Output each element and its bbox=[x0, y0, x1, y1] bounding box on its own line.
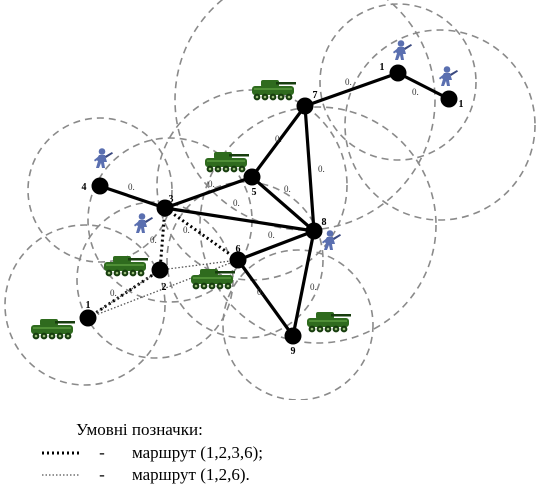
edge-labels: 0. 0. 0. 0. 0. 0. 0. 0. 0. 0. 0. 0. 0. 0. bbox=[110, 77, 419, 298]
edge-5-7 bbox=[250, 104, 307, 179]
edge-8-9 bbox=[291, 229, 316, 338]
edge-label: 0. bbox=[345, 77, 352, 87]
edge-4-3 bbox=[98, 184, 167, 210]
legend-row-route-1-2-6: - маршрут (1,2,6). bbox=[40, 464, 540, 486]
legend-dash: - bbox=[99, 465, 105, 484]
node-2-label: 2 bbox=[162, 282, 167, 293]
legend-text-route-1-2-3-6: маршрут (1,2,3,6); bbox=[132, 443, 264, 462]
edge-label: 0. bbox=[412, 87, 419, 97]
node-1c bbox=[440, 90, 458, 108]
edge-label: 0. bbox=[310, 282, 317, 292]
tank-icon-near-2 bbox=[104, 256, 148, 277]
edge-6-9 bbox=[236, 258, 295, 338]
edge-label: 0. bbox=[110, 288, 117, 298]
range-circle-8 bbox=[199, 106, 437, 344]
legend-title: Умовні позначки: bbox=[76, 420, 203, 439]
tank-icon-near-5 bbox=[205, 152, 249, 173]
legend-dash: - bbox=[99, 443, 105, 462]
node-3-label: 3 bbox=[169, 194, 174, 205]
tank-icon-near-9 bbox=[307, 312, 351, 333]
tank-icon-near-6 bbox=[191, 269, 235, 290]
edge-label: 0. bbox=[268, 230, 275, 240]
edge-label: 0. bbox=[208, 179, 215, 189]
edge-7-1b bbox=[303, 71, 400, 108]
edge-6-8 bbox=[236, 229, 316, 262]
node-4-label: 4 bbox=[82, 182, 87, 193]
range-circle-4 bbox=[27, 117, 173, 263]
legend-swatch-thin-dotted bbox=[40, 470, 82, 480]
node-3 bbox=[156, 199, 174, 217]
node-1b bbox=[389, 64, 407, 82]
legend: Умовні позначки: - маршрут (1,2,3,6); - … bbox=[40, 420, 540, 486]
node-1a-label: 1 bbox=[86, 300, 91, 311]
edge-label: 0. bbox=[233, 198, 240, 208]
tank-icons bbox=[31, 80, 351, 340]
node-5-label: 5 bbox=[252, 187, 257, 198]
legend-swatch-thick-dotted bbox=[40, 448, 82, 458]
edge-5-8 bbox=[250, 175, 316, 233]
edge-3-5 bbox=[163, 175, 254, 210]
range-circle-9 bbox=[222, 249, 374, 400]
node-8-label: 8 bbox=[322, 217, 327, 228]
node-1a bbox=[79, 309, 97, 327]
range-circle-1a bbox=[4, 224, 166, 386]
soldier-icon-3 bbox=[134, 213, 153, 233]
node-7 bbox=[296, 97, 314, 115]
legend-text-route-1-2-6: маршрут (1,2,6). bbox=[132, 465, 250, 484]
node-1b-label: 1 bbox=[380, 62, 385, 73]
tank-icon-near-7 bbox=[252, 80, 296, 101]
node-6 bbox=[229, 251, 247, 269]
edge-label: 0. bbox=[128, 182, 135, 192]
soldier-icon-1b bbox=[393, 40, 412, 60]
edge-label: 0. bbox=[183, 225, 190, 235]
tank-icon-near-1 bbox=[31, 319, 75, 340]
edge-3-8 bbox=[163, 206, 316, 233]
node-2 bbox=[151, 261, 169, 279]
node-9-label: 9 bbox=[291, 346, 296, 357]
node-6-label: 6 bbox=[236, 244, 241, 255]
node-1c-label: 1 bbox=[459, 99, 464, 110]
nodes: 1 2 3 4 5 6 7 8 9 1 1 bbox=[79, 62, 464, 357]
network-diagram: 0. 0. 0. 0. 0. 0. 0. 0. 0. 0. 0. 0. 0. 0. 1 2 3 4 5 6 7 8 9 1 1 bbox=[4, 0, 536, 400]
node-8 bbox=[305, 222, 323, 240]
soldier-icon-1c bbox=[439, 66, 458, 86]
range-circle-1b bbox=[319, 3, 477, 161]
edge-label: 0. bbox=[284, 184, 291, 194]
edge-label: 0. bbox=[150, 235, 157, 245]
edge-label: 0. bbox=[257, 287, 264, 297]
node-9 bbox=[284, 327, 302, 345]
legend-row-route-1-2-3-6: - маршрут (1,2,3,6); bbox=[40, 442, 540, 464]
range-circle-1c bbox=[344, 29, 536, 221]
edge-label: 0. bbox=[275, 134, 282, 144]
node-7-label: 7 bbox=[313, 90, 318, 101]
edge-1b-1c bbox=[396, 71, 451, 101]
range-circles bbox=[4, 0, 536, 400]
node-4 bbox=[91, 177, 109, 195]
solid-edges bbox=[98, 71, 451, 338]
edge-label: 0. bbox=[318, 164, 325, 174]
range-circle-6 bbox=[166, 181, 324, 339]
node-5 bbox=[243, 168, 261, 186]
soldier-icon-8 bbox=[322, 230, 341, 250]
edge-7-8 bbox=[303, 104, 316, 233]
